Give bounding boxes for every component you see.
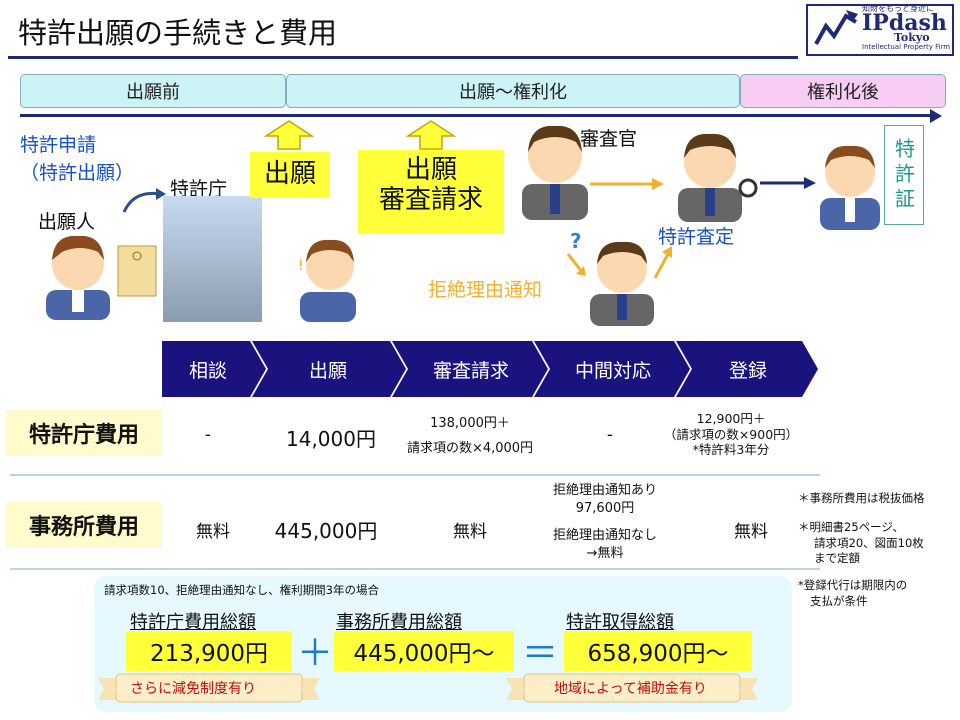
note-registration-line2: 支払が条件: [798, 594, 907, 610]
summary-condition: 請求項数10、拒絶理由通知なし、権利期間3年の場合: [104, 582, 379, 598]
office-fee-registration-line2: （請求項の数×900円）: [646, 427, 816, 443]
note-flat-fee-line2: 請求項20、図面10枚: [798, 536, 924, 552]
firm-fee-response-line1: 拒絶理由通知あり: [530, 482, 680, 500]
timeline-line: [20, 114, 934, 117]
timeline-arrowhead: [930, 109, 942, 123]
worried-examiner-icon: [588, 232, 656, 326]
logo-chart-icon: [812, 8, 860, 50]
rejection-notice-label: 拒絶理由通知: [428, 275, 542, 302]
up-arrow-icon: [264, 120, 314, 150]
patent-certificate-scroll: 特許証: [884, 125, 924, 225]
phase-before-filing: 出願前: [20, 74, 286, 108]
firm-fee-response-line3: 拒絶理由通知なし: [530, 527, 680, 545]
phase-after-grant: 権利化後: [740, 74, 946, 108]
office-total-value: 213,900円: [126, 631, 292, 671]
firm-fees-header: 事務所費用: [6, 502, 162, 548]
office-fee-registration: 12,900円＋ （請求項の数×900円） *特許料3年分: [646, 411, 816, 458]
office-fee-request-line2: 請求項の数×4,000円: [380, 437, 560, 456]
patent-application-sub-label: （特許出願）: [20, 158, 134, 185]
examiner-label: 審査官: [580, 124, 637, 151]
thinking-person-icon: !: [296, 230, 360, 322]
step-registration: 登録: [686, 341, 810, 397]
office-fee-request: 138,000円＋ 請求項の数×4,000円: [380, 412, 560, 456]
note-flat-fee: ＊明細書25ページ、 請求項20、図面10枚 まで定額: [798, 520, 924, 567]
office-fee-filing: 14,000円: [266, 423, 396, 452]
step-filing: 出願: [260, 341, 396, 397]
firm-fee-consult: 無料: [178, 517, 248, 542]
office-fee-registration-line1: 12,900円＋: [646, 411, 816, 427]
step-examination-request: 審査請求: [402, 341, 540, 397]
step-office-action: 中間対応: [544, 341, 682, 397]
patent-office-building-image: [163, 196, 262, 322]
title-underline: [8, 56, 798, 59]
patentee-person-icon: [818, 138, 882, 230]
svg-text:?: ?: [570, 229, 582, 253]
grant-decision-label: 特許査定: [658, 222, 734, 249]
request-line1: 出願: [358, 156, 504, 186]
note-registration-line1: *登録代行は期限内の: [798, 578, 907, 594]
up-arrow-icon: [406, 120, 456, 150]
firm-fee-request: 無料: [430, 517, 510, 542]
request-examination-callout: 出願 審査請求: [358, 150, 504, 234]
step-consultation: 相談: [162, 341, 254, 397]
firm-fee-response: 拒絶理由通知あり 97,600円 拒絶理由通知なし →無料: [530, 482, 680, 562]
page-title: 特許出願の手続きと費用: [18, 10, 337, 52]
row-divider: [10, 568, 820, 570]
equals-sign: ＝: [522, 624, 558, 676]
patent-application-label: 特許申請: [20, 130, 96, 157]
curved-arrow-icon: [120, 186, 166, 216]
filing-callout: 出願: [250, 152, 330, 198]
firm-fee-filing: 445,000円: [258, 515, 394, 544]
office-fees-header: 特許庁費用: [6, 410, 162, 456]
certificate-label: 特許証: [890, 138, 919, 213]
firm-fee-registration: 無料: [716, 517, 786, 542]
grand-total-value: 658,900円～: [564, 631, 752, 671]
envelope-icon: [116, 244, 158, 298]
up-right-arrow-icon: [652, 246, 674, 280]
process-steps: 相談 出願 審査請求 中間対応 登録: [162, 341, 818, 397]
office-fee-request-line1: 138,000円＋: [380, 412, 560, 431]
phase-prosecution: 出願～権利化: [286, 74, 740, 108]
firm-total-value: 445,000円～: [334, 631, 514, 671]
logo-subtitle: Intellectual Property Firm: [862, 43, 950, 51]
approving-examiner-icon: [674, 126, 760, 222]
office-fee-consult: -: [178, 425, 238, 445]
reduction-note: さらに減免制度有り: [130, 678, 256, 698]
note-flat-fee-line1: ＊明細書25ページ、: [798, 520, 924, 536]
question-icon: ?: [562, 228, 590, 278]
subsidy-note: 地域によって補助金有り: [554, 678, 707, 698]
note-flat-fee-line3: まで定額: [798, 551, 924, 567]
firm-fee-response-line4: →無料: [530, 545, 680, 563]
row-divider: [10, 474, 820, 476]
office-fee-registration-line3: *特許料3年分: [646, 442, 816, 458]
svg-text:!: !: [298, 258, 304, 274]
firm-fee-response-line2: 97,600円: [530, 500, 680, 518]
applicant-person-icon: [40, 228, 116, 320]
request-line2: 審査請求: [358, 186, 504, 216]
plus-sign: ＋: [297, 624, 333, 676]
right-arrow-icon: [590, 176, 664, 192]
note-registration: *登録代行は期限内の 支払が条件: [798, 578, 907, 609]
note-tax: ＊事務所費用は税抜価格: [798, 491, 925, 507]
right-arrow-icon: [760, 175, 818, 191]
office-fee-response: -: [590, 425, 630, 445]
